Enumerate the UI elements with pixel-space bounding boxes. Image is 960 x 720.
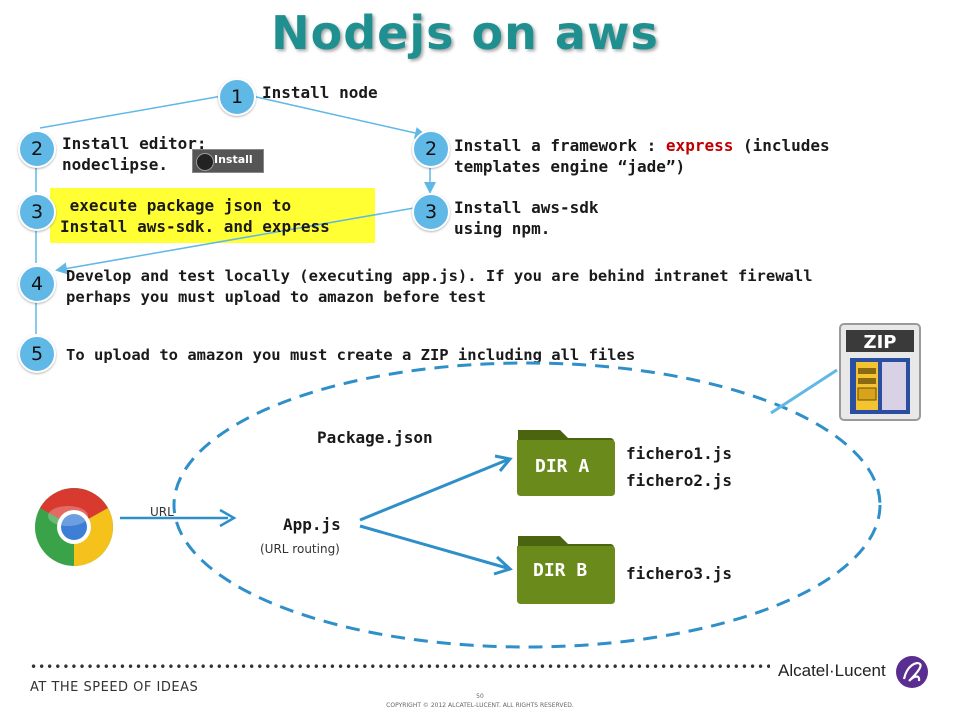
step-3-left-text: execute package json to Install aws-sdk.…	[52, 195, 330, 237]
brand-name: Alcatel·Lucent	[778, 661, 886, 680]
step-4-badge: 4	[18, 265, 56, 303]
step-2-right-line-1: Install a framework : express (includes	[454, 135, 830, 156]
browser-icon	[35, 488, 113, 566]
arrow-to-dir-b	[359, 524, 508, 570]
arrow-3-right-to-4	[55, 207, 415, 275]
step-4-line-2: perhaps you must upload to amazon before…	[66, 288, 486, 306]
file-fichero3: fichero3.js	[626, 564, 732, 583]
step-2-right-pre: Install a framework :	[454, 136, 666, 155]
arrow-to-dir-a-head	[494, 454, 513, 472]
step-3-left-line-2: Install aws-sdk. and express	[60, 217, 330, 236]
install-icon	[196, 153, 214, 171]
zip-icon-label: ZIP	[864, 332, 897, 353]
footer-tagline: AT THE SPEED OF IDEAS	[30, 680, 199, 695]
dir-a-label: DIR A	[535, 456, 590, 477]
step-2-left-badge: 2	[18, 130, 56, 168]
step-2-right-post: (includes	[733, 136, 830, 155]
install-badge-label: Install	[214, 153, 253, 166]
url-routing-label: (URL routing)	[260, 542, 340, 556]
step-3-left-line-1: execute package json to	[60, 196, 292, 215]
package-json-label: Package.json	[317, 428, 433, 447]
deployment-diagram	[120, 361, 882, 649]
line-1-to-2-left	[39, 95, 223, 129]
step-flow-connectors	[35, 95, 436, 334]
step-3-right-line-2: using npm.	[454, 219, 551, 238]
step-1-badge: 1	[218, 78, 256, 116]
step-2-left-line-1: Install editor:	[62, 134, 207, 153]
page-number: 50	[476, 693, 484, 700]
step-1-text: Install node	[262, 83, 378, 102]
arrow-1-to-2-right	[251, 95, 427, 139]
footer-dotted-rule: ••••••••••••••••••••••••••••••••••••••••…	[30, 660, 770, 670]
step-3-right-line-1: Install aws-sdk	[454, 198, 599, 217]
dir-b-label: DIR B	[533, 560, 588, 581]
step-2-right-badge: 2	[412, 130, 450, 168]
file-fichero2: fichero2.js	[626, 471, 732, 490]
step-2-right-line-2: templates engine “jade”)	[454, 157, 686, 176]
arrow-to-dir-b-head	[493, 555, 513, 576]
zip-pointer-line	[770, 368, 838, 415]
step-3-right-text: Install aws-sdk using npm.	[454, 197, 599, 239]
step-3-right-badge: 3	[412, 193, 450, 231]
step-2-left-text: Install editor: nodeclipse.	[62, 133, 207, 175]
step-4-line-1: Develop and test locally (executing app.…	[66, 267, 813, 285]
step-5-text: To upload to amazon you must create a ZI…	[66, 346, 636, 364]
slide-title: Nodejs on aws	[271, 6, 659, 60]
step-3-left-badge: 3	[18, 193, 56, 231]
file-fichero1: fichero1.js	[626, 444, 732, 463]
step-5-badge: 5	[18, 335, 56, 373]
url-arrow-head	[219, 508, 237, 528]
zip-archive-icon: ZIP	[839, 323, 921, 421]
folder-dir-a-icon	[517, 430, 615, 496]
app-js-label: App.js	[283, 515, 341, 534]
step-4-text: Develop and test locally (executing app.…	[66, 266, 813, 308]
zip-scope-ellipse	[172, 361, 882, 649]
install-button-image: Install	[192, 149, 264, 173]
url-label: URL	[150, 505, 174, 519]
alcatel-lucent-logo-icon	[896, 656, 928, 688]
arrow-to-dir-a	[359, 458, 508, 522]
step-2-left-line-2: nodeclipse.	[62, 155, 168, 174]
copyright-notice: COPYRIGHT © 2012 ALCATEL-LUCENT. ALL RIG…	[386, 702, 574, 709]
step-2-right-text: Install a framework : express (includes …	[454, 135, 830, 177]
folder-dir-b-icon	[517, 536, 615, 604]
step-3-left-highlight	[50, 188, 375, 243]
express-highlight: express	[665, 136, 734, 155]
